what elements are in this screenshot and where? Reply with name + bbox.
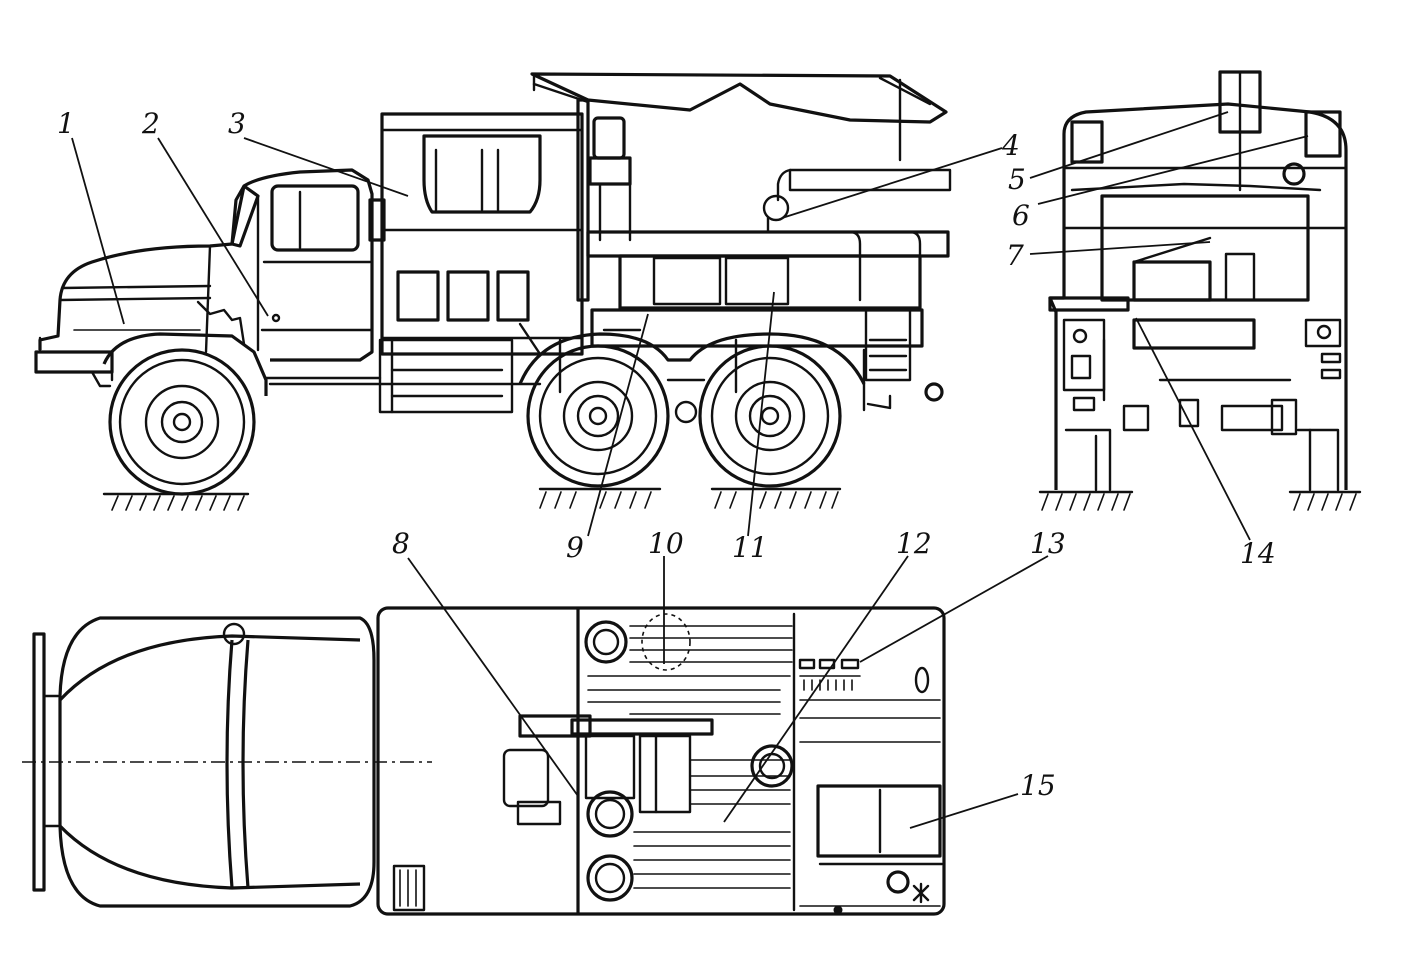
callout-13: 13: [1030, 527, 1066, 560]
callout-2: 2: [142, 107, 160, 140]
callout-8: 8: [392, 527, 410, 560]
rear-wheel: [700, 346, 840, 486]
callout-1: 1: [57, 107, 75, 140]
rear-view: [1040, 72, 1360, 510]
callout-7: 7: [1006, 239, 1024, 272]
callout-5: 5: [1008, 163, 1026, 196]
side-view: [36, 74, 950, 510]
front-wheel: [110, 350, 254, 494]
hood: [40, 170, 372, 360]
callout-14: 14: [1240, 537, 1276, 570]
ground-hatch-front: [104, 494, 248, 510]
plan-view: [22, 608, 944, 914]
middle-wheel: [528, 346, 668, 486]
callout-10: 10: [648, 527, 684, 560]
callout-15: 15: [1020, 769, 1056, 802]
callout-6: 6: [1012, 199, 1030, 232]
callout-11: 11: [732, 531, 768, 564]
callout-4: 4: [1002, 129, 1020, 162]
callout-9: 9: [566, 531, 584, 564]
callout-3: 3: [228, 107, 246, 140]
ground-hatch-rear: [540, 489, 840, 508]
leader-lines: [72, 112, 1308, 828]
callout-12: 12: [896, 527, 932, 560]
